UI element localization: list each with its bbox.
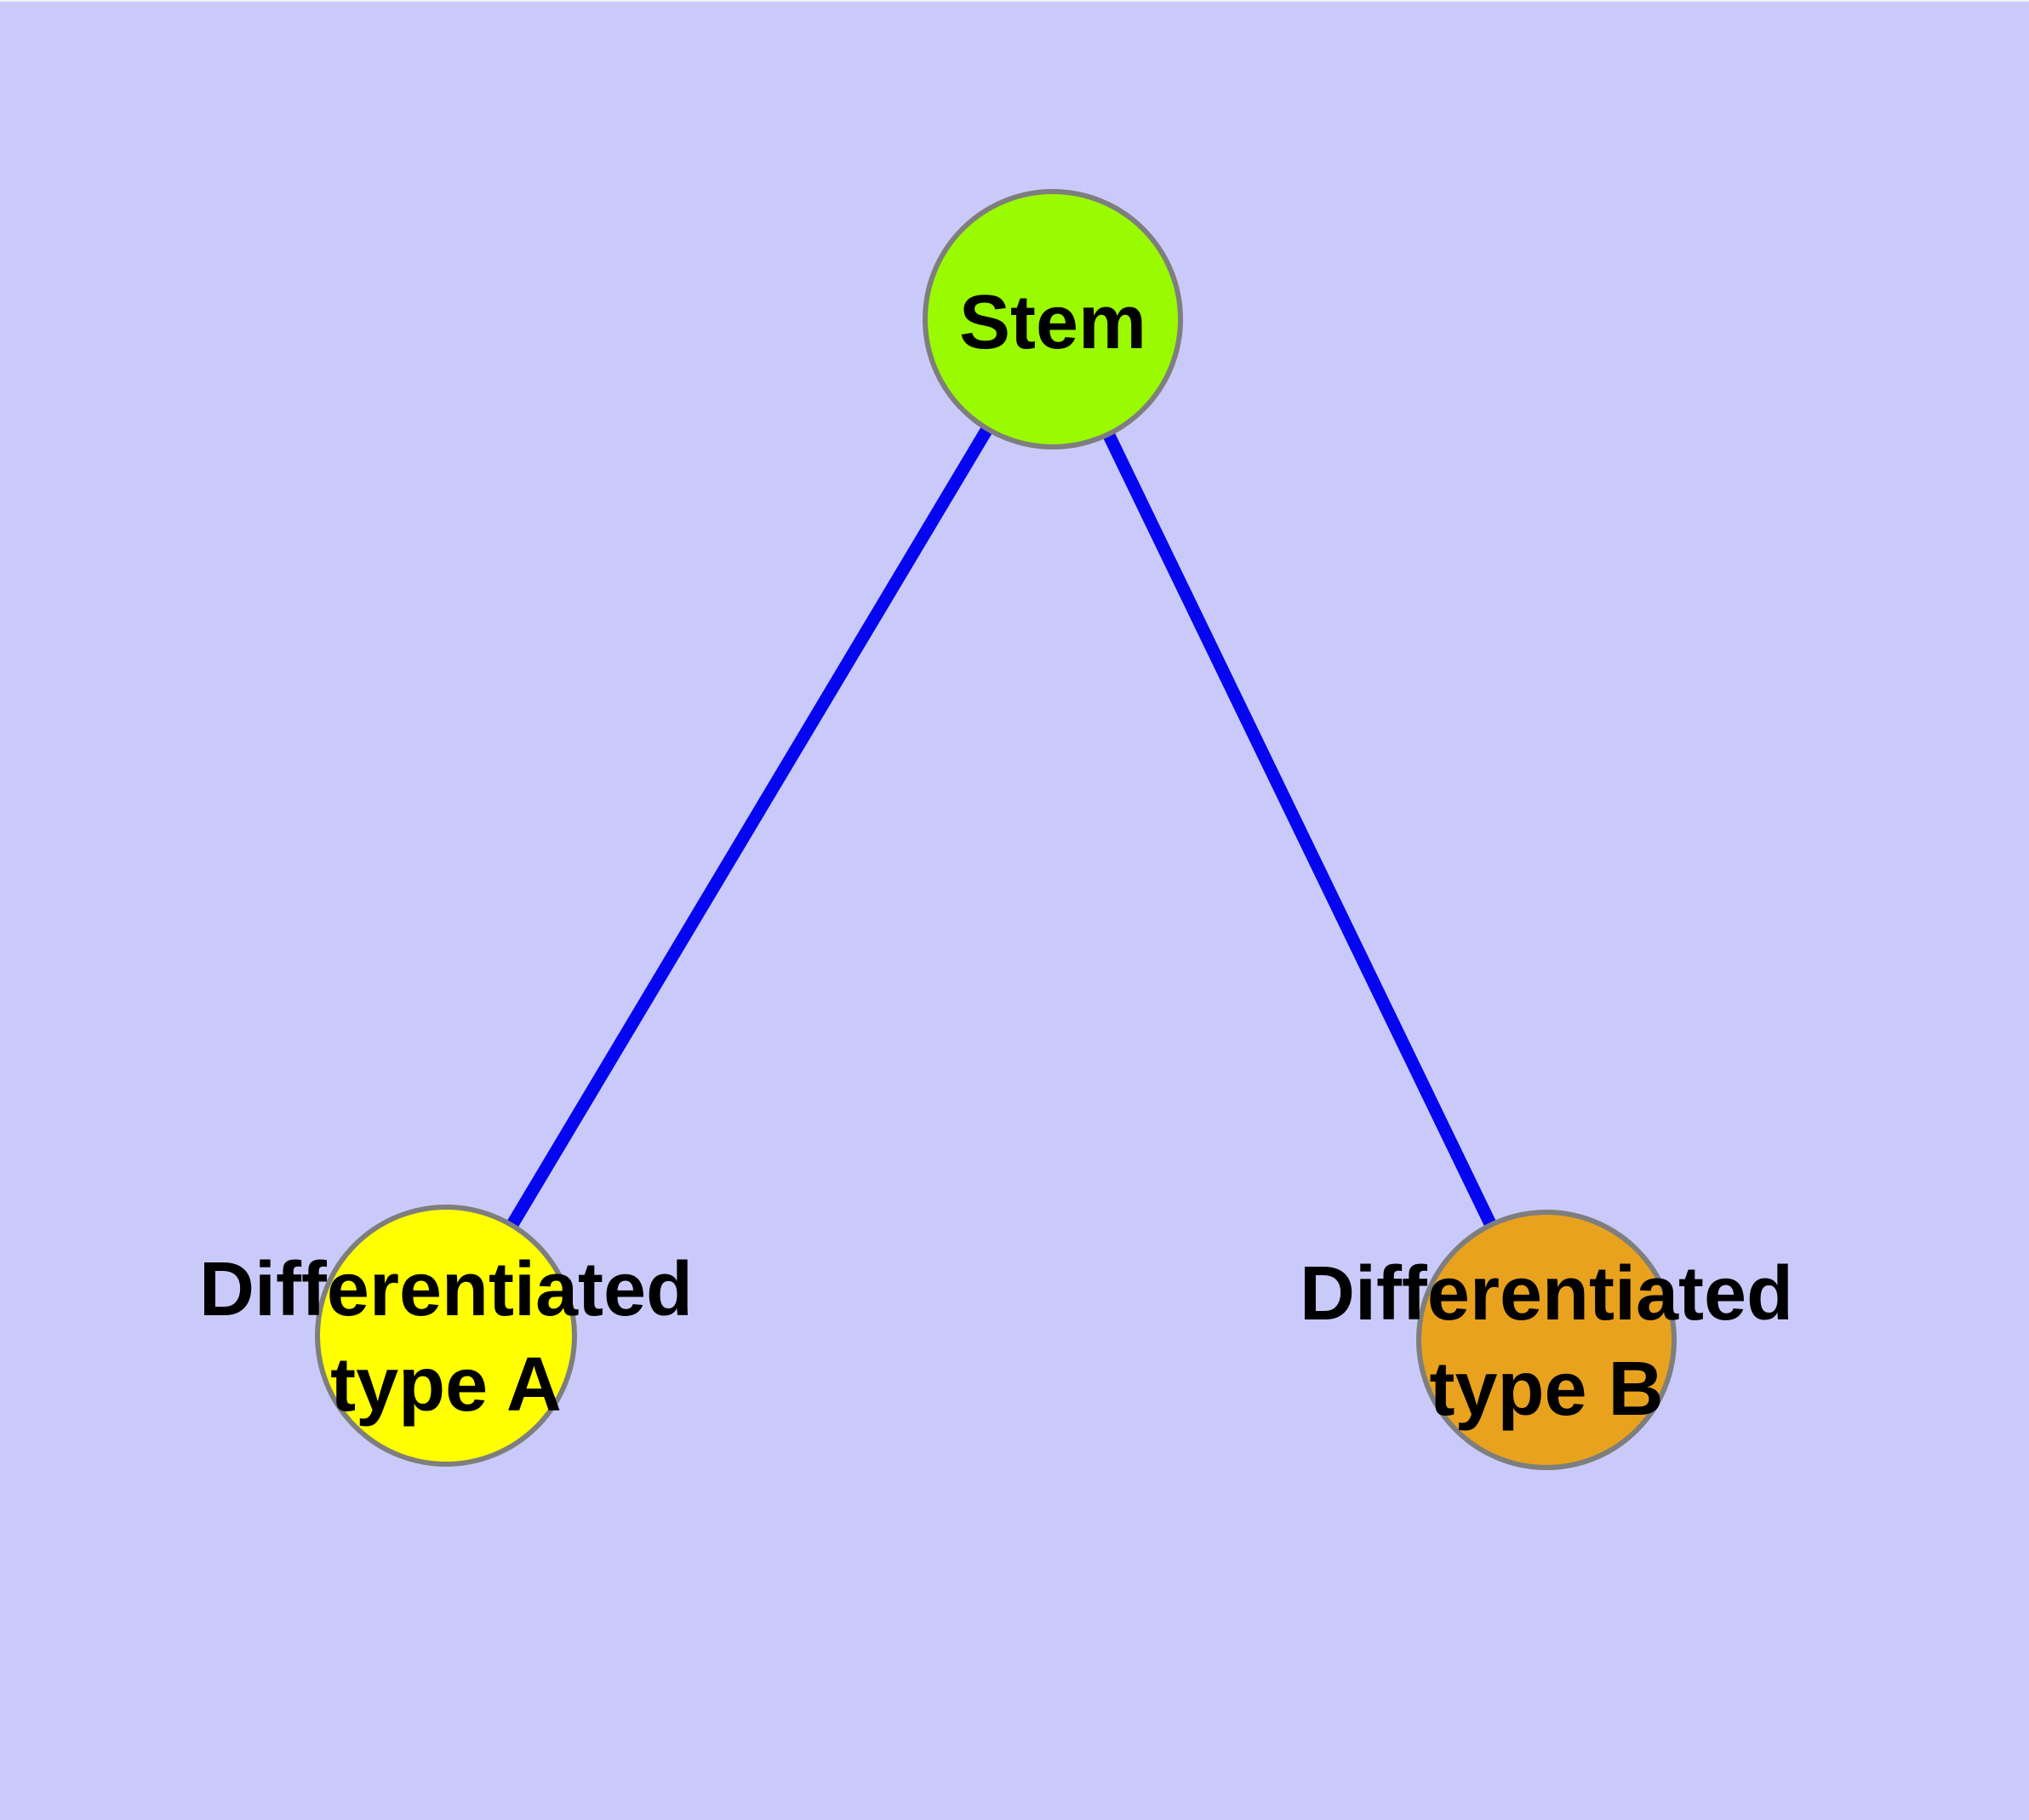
edge-stem-to-type-b — [1047, 316, 1552, 1343]
node-type-b-label-line2: type B — [1429, 1347, 1663, 1432]
node-type-a-label-line1: Differentiated — [199, 1247, 693, 1332]
node-stem-label: Stem — [959, 280, 1146, 365]
node-type-b-circle — [1416, 1210, 1677, 1470]
node-stem-circle — [923, 189, 1183, 449]
edge-stem-to-type-a — [440, 316, 1059, 1339]
node-type-a-circle — [315, 1205, 577, 1467]
node-type-a-label-line2: type A — [330, 1342, 562, 1428]
node-type-b-label-line1: Differentiated — [1300, 1251, 1793, 1336]
